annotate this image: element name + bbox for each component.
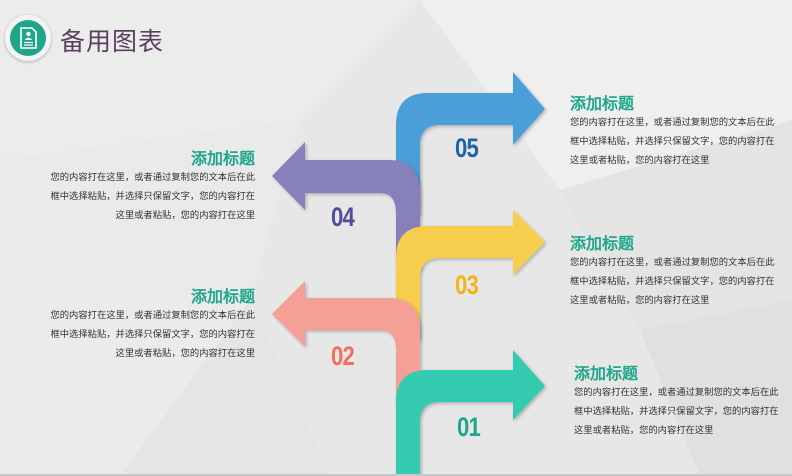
arrow-01 xyxy=(396,350,545,476)
arrow-04 xyxy=(272,142,420,270)
step-05-text: 添加标题 您的内容打在这里，或者通过复制您的文本后在此 框中选择粘贴，并选择只保… xyxy=(570,94,790,170)
step-02-body: 您的内容打在这里，或者通过复制您的文本后在此 框中选择粘贴，并选择只保留文字，您… xyxy=(50,310,255,359)
header-badge xyxy=(5,15,51,61)
arrow-03 xyxy=(396,210,545,340)
step-number-02: 02 xyxy=(331,341,355,371)
arrow-02 xyxy=(272,281,420,410)
step-01-title: 添加标题 xyxy=(574,364,639,383)
step-04-body: 您的内容打在这里，或者通过复制您的文本后在此 框中选择粘贴，并选择只保留文字，您… xyxy=(50,172,255,221)
step-02-title: 添加标题 xyxy=(190,287,255,306)
step-01-body: 您的内容打在这里，或者通过复制您的文本后在此 框中选择粘贴，并选择只保留文字，您… xyxy=(574,387,779,436)
step-03-title: 添加标题 xyxy=(570,234,635,253)
page-title: 备用图表 xyxy=(60,27,165,56)
step-number-04: 04 xyxy=(331,202,355,232)
step-01-text: 添加标题 您的内容打在这里，或者通过复制您的文本后在此 框中选择粘贴，并选择只保… xyxy=(574,364,792,440)
step-05-body: 您的内容打在这里，或者通过复制您的文本后在此 框中选择粘贴，并选择只保留文字，您… xyxy=(570,117,775,166)
bottom-divider xyxy=(0,474,792,476)
step-number-01: 01 xyxy=(457,412,481,442)
step-04-title: 添加标题 xyxy=(190,149,255,168)
step-02-text: 添加标题 您的内容打在这里，或者通过复制您的文本后在此 框中选择粘贴，并选择只保… xyxy=(35,287,255,363)
arrow-05 xyxy=(396,72,545,215)
step-03-body: 您的内容打在这里，或者通过复制您的文本后在此 框中选择粘贴，并选择只保留文字，您… xyxy=(570,257,775,306)
step-number-05: 05 xyxy=(455,133,479,163)
step-04-text: 添加标题 您的内容打在这里，或者通过复制您的文本后在此 框中选择粘贴，并选择只保… xyxy=(35,149,255,225)
step-05-title: 添加标题 xyxy=(570,94,635,113)
step-number-03: 03 xyxy=(455,270,479,300)
step-03-text: 添加标题 您的内容打在这里，或者通过复制您的文本后在此 框中选择粘贴，并选择只保… xyxy=(570,234,790,310)
resume-document-icon xyxy=(10,20,46,56)
